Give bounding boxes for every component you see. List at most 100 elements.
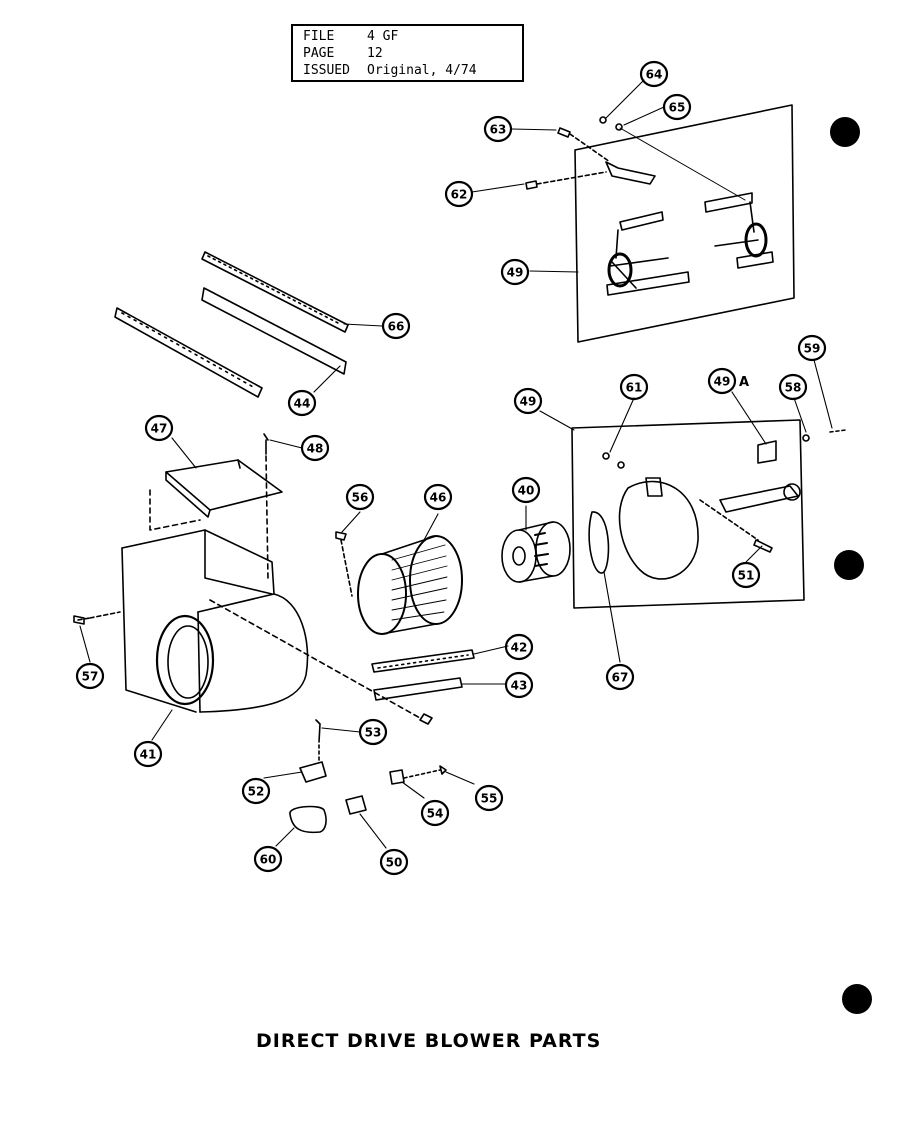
- bracket-panel-group: [525, 104, 795, 343]
- rail-66-holes: [207, 255, 341, 325]
- callout-52: 52: [241, 777, 271, 805]
- callout-47-label: 47: [151, 422, 168, 436]
- housing-inlet-inner: [167, 625, 209, 699]
- screw-part-53b: [419, 713, 433, 725]
- callout-60-label: 60: [260, 853, 277, 867]
- washer-part-65: [615, 123, 623, 131]
- nut-part-64: [599, 116, 607, 124]
- bracket-clip-part: [605, 161, 656, 185]
- callout-42: 42: [504, 633, 534, 661]
- motor-rear-face: [535, 521, 571, 577]
- callout-51-label: 51: [738, 569, 755, 583]
- callout-56: 56: [345, 483, 375, 511]
- bracket-ring-right: [744, 222, 768, 258]
- housing-scroll: [199, 593, 309, 713]
- callout-49-top: 49: [500, 258, 530, 286]
- motor-mount-bracket: [618, 480, 699, 580]
- binder-hole-middle: [834, 550, 864, 580]
- screw-part-59: [829, 429, 847, 433]
- screw-part-57: [73, 615, 85, 625]
- callout-50: 50: [379, 848, 409, 876]
- callout-40: 40: [511, 476, 541, 504]
- nut-part-61: [602, 452, 610, 460]
- callout-53: 53: [358, 718, 388, 746]
- page-label: PAGE: [303, 46, 335, 61]
- callout-60: 60: [253, 845, 283, 873]
- leader-65-line: [619, 127, 746, 201]
- housing-left-edge: [121, 547, 197, 713]
- callout-64-label: 64: [646, 68, 663, 82]
- screw-part-51: [753, 539, 773, 553]
- callout-57: 57: [75, 662, 105, 690]
- bracket-rail-lower: [619, 211, 664, 231]
- callout-50-label: 50: [386, 856, 403, 870]
- page-title: DIRECT DRIVE BLOWER PARTS: [256, 1030, 602, 1052]
- callout-52-label: 52: [248, 785, 265, 799]
- callout-49-top-label: 49: [507, 266, 524, 280]
- lid-flange-edge: [237, 459, 241, 469]
- bracket-rod-left: [609, 257, 669, 267]
- callout-57-label: 57: [82, 670, 99, 684]
- housing-inlet: [155, 614, 215, 706]
- bar-part-42: [371, 649, 475, 673]
- callout-63-label: 63: [490, 123, 507, 137]
- callout-48-label: 48: [307, 442, 324, 456]
- clip-part-49a: [757, 440, 777, 464]
- rail-part-66: [201, 251, 349, 333]
- callout-49a-label: 49: [714, 375, 731, 389]
- screw-part-48: [263, 433, 269, 455]
- callout-51: 51: [731, 561, 761, 589]
- callout-44: 44: [287, 389, 317, 417]
- callout-42-label: 42: [511, 641, 528, 655]
- callout-66: 66: [381, 312, 411, 340]
- callout-61-label: 61: [626, 381, 643, 395]
- callout-62-label: 62: [451, 188, 468, 202]
- callout-61: 61: [619, 373, 649, 401]
- binder-hole-bottom: [842, 984, 872, 1014]
- housing-top: [121, 529, 275, 613]
- callout-41: 41: [133, 740, 163, 768]
- callout-40-label: 40: [518, 484, 535, 498]
- file-value: 4 GF: [367, 29, 399, 44]
- screw-part-58: [802, 434, 810, 442]
- issued-label: ISSUED: [303, 63, 350, 78]
- lid-flange: [165, 471, 211, 518]
- motor-mount-tab: [645, 477, 663, 497]
- leader-62-dashed: [536, 171, 607, 185]
- bracket-rod-right: [714, 239, 759, 247]
- bars-group: [371, 649, 475, 701]
- wheel-body: [381, 535, 437, 635]
- motor-group: [501, 521, 571, 583]
- bracket-panel-outline: [574, 104, 795, 343]
- screw-56-guide: [340, 539, 353, 597]
- housing-dashed-guide: [209, 599, 421, 719]
- callout-63: 63: [483, 115, 513, 143]
- issued-value: Original, 4/74: [367, 63, 477, 78]
- plug-part-50: [345, 795, 367, 815]
- callout-62: 62: [444, 180, 474, 208]
- bracket-brace: [611, 261, 637, 289]
- callout-54: 54: [420, 799, 450, 827]
- binder-hole-top: [830, 117, 860, 147]
- rails-group: [114, 251, 349, 398]
- bracket-ring-left: [607, 252, 633, 288]
- screw-48-guide: [265, 455, 269, 581]
- callout-41-label: 41: [140, 748, 157, 762]
- clip-part-52: [299, 761, 327, 783]
- motor-mount-arm: [719, 485, 799, 513]
- callout-67: 67: [605, 663, 635, 691]
- callout-49-mid-label: 49: [520, 395, 537, 409]
- motor-mount-knob: [783, 483, 801, 501]
- motor-front-face: [501, 529, 537, 583]
- bar-part-43: [373, 677, 463, 701]
- callout-64: 64: [639, 60, 669, 88]
- callout-46-label: 46: [430, 491, 447, 505]
- motor-mount-guide: [699, 499, 759, 541]
- callout-48: 48: [300, 434, 330, 462]
- bracket-foot-left: [606, 271, 690, 296]
- capacitor-part-60: [289, 805, 327, 834]
- clip-part-54: [389, 769, 405, 785]
